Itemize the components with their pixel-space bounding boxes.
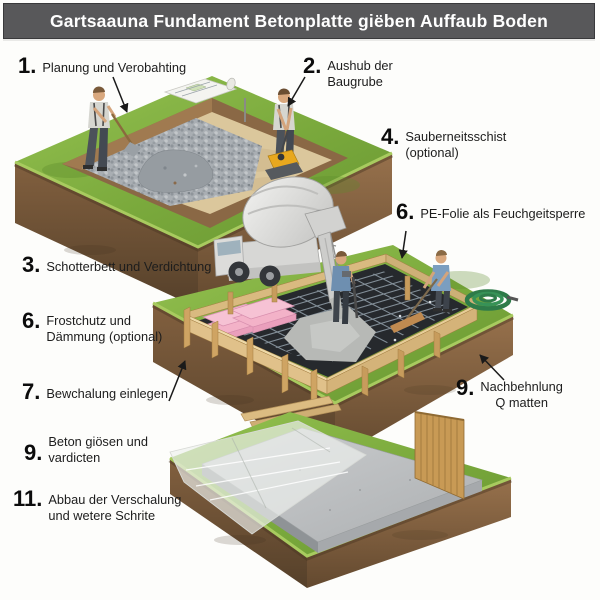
step-number: 3. xyxy=(22,252,41,277)
wet-concrete-patch xyxy=(284,306,376,362)
step-number: 1. xyxy=(18,53,37,78)
step-number: 4. xyxy=(381,124,400,149)
step-label-6-left: 6. Frostchutz und Dämmung (optional) xyxy=(22,310,162,345)
step-number: 9. xyxy=(24,440,43,465)
step-number: 6. xyxy=(22,308,41,333)
step-text: und wetere Schrite xyxy=(48,507,156,523)
worker-with-vibrator xyxy=(331,250,359,324)
step-label-9-right: 9. Nachbehnlung Q matten xyxy=(456,377,563,411)
step-number: 7. xyxy=(22,379,41,404)
step-text: Aushub der xyxy=(327,58,393,73)
curing-plastic-sheet xyxy=(169,420,367,535)
step-text: Q matten xyxy=(495,394,548,410)
concrete-vibrator xyxy=(351,276,359,319)
arrow-step-9-right xyxy=(479,354,505,381)
worker-with-shovel xyxy=(83,86,141,171)
step-label-6-right: 6. PE-Folie als Feuchgeitsperre xyxy=(396,201,585,223)
blueprint-plan xyxy=(163,77,246,122)
wooden-wall-panel xyxy=(414,411,465,500)
step-label-4: 4. Sauberneitsschist (optional) xyxy=(381,126,506,161)
step-text: Bewchalung einlegen xyxy=(46,386,169,401)
step-label-2: 2. Aushub der Baugrube xyxy=(303,55,393,90)
step-text: PE-Folie als Feuchgeitsperre xyxy=(420,206,586,221)
step-label-1: 1. Planung und Verobahting xyxy=(18,55,186,77)
garden-hose xyxy=(464,289,519,311)
step-text: (optional) xyxy=(405,144,459,160)
step-text: Beton giösen und xyxy=(48,434,148,449)
annotation-arrows xyxy=(112,76,505,402)
step-number: 2. xyxy=(303,53,322,78)
step-label-7: 7. Bewchalung einlegen xyxy=(22,381,168,403)
step-text: vardicten xyxy=(48,449,101,465)
step-text: Schotterbett und Verdichtung xyxy=(46,259,212,274)
cement-mixer-truck xyxy=(213,176,347,318)
shovel xyxy=(110,113,135,147)
cured-slab-illustration xyxy=(168,411,512,588)
step-text: Sauberneitsschist xyxy=(405,129,507,144)
step-text: Dämmung (optional) xyxy=(46,328,163,344)
step-text: Nachbehnlung xyxy=(480,379,563,394)
arrow-step-2 xyxy=(287,76,306,107)
step-label-9-left: 9. Beton giösen und vardicten xyxy=(24,434,148,466)
step-number: 6. xyxy=(396,199,415,224)
plate-compactor xyxy=(265,129,303,180)
worker-with-plate-compactor xyxy=(265,88,303,180)
mixer-drum xyxy=(242,176,334,248)
step-text: Abbau der Verschalung xyxy=(48,492,182,507)
gravel-pile xyxy=(138,149,214,193)
worker-with-screed xyxy=(390,249,452,333)
screed-board xyxy=(390,312,425,333)
step-number: 11. xyxy=(13,486,43,511)
hopper xyxy=(304,205,347,239)
step-label-3: 3. Schotterbett und Verdichtung xyxy=(22,254,211,276)
step-text: Planung und Verobahting xyxy=(42,60,187,75)
step-number: 9. xyxy=(456,375,475,400)
arrow-step-1 xyxy=(112,76,129,113)
title-bar: Gartsaauna Fundament Betonplatte giëben … xyxy=(3,3,595,39)
step-text: Frostchutz und xyxy=(46,313,132,328)
infographic-title: Gartsaauna Fundament Betonplatte giëben … xyxy=(49,10,549,31)
step-label-11: 11. Abbau der Verschalung und wetere Sch… xyxy=(13,488,181,524)
arrow-step-7 xyxy=(168,360,187,402)
arrow-step-6-right xyxy=(398,230,408,259)
step-text: Baugrube xyxy=(327,73,383,89)
